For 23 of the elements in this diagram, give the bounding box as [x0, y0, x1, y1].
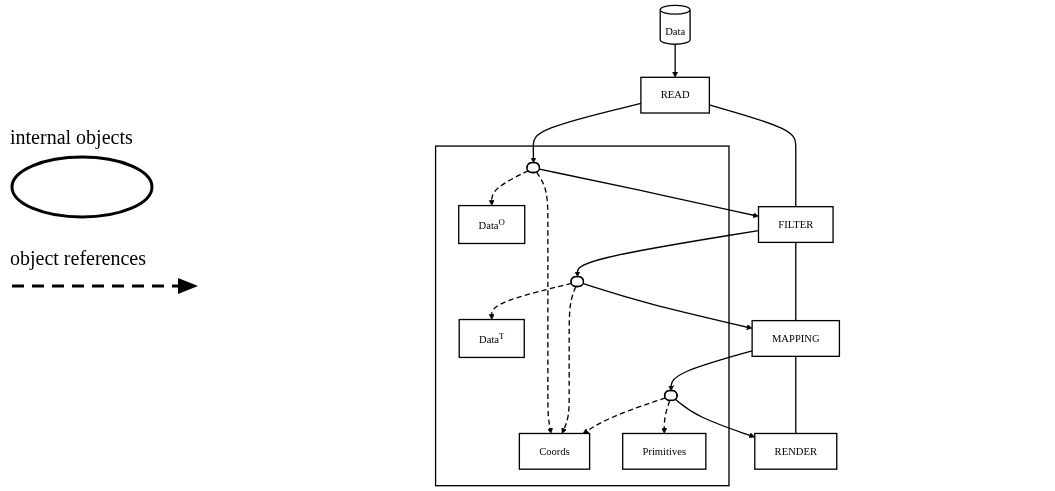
node-box: Data$^{T}$: [458, 318, 525, 359]
connector: [795, 241, 797, 322]
arrow: [582, 283, 753, 330]
node-box: Coords: [518, 432, 591, 470]
legend-text: object references: [10, 247, 146, 270]
legend-text: internal objects: [10, 126, 133, 149]
arrow: [488, 170, 529, 206]
arrow: [561, 286, 577, 434]
connector: [795, 355, 797, 435]
arrow: [536, 171, 553, 434]
node-box: READ: [640, 76, 711, 114]
node-box: RENDER: [754, 432, 838, 470]
arrow: [672, 43, 679, 78]
node-box: FILTER: [757, 206, 834, 244]
arrow: [538, 168, 759, 218]
node-box: MAPPING: [751, 319, 841, 357]
arrow: [488, 282, 573, 320]
arrow: [582, 397, 667, 434]
arrow: [661, 400, 671, 434]
node-box: Primitives: [622, 432, 707, 470]
cluster: [434, 145, 730, 487]
node-box: Data$^{O}$: [458, 204, 526, 245]
arrow: [668, 350, 753, 392]
